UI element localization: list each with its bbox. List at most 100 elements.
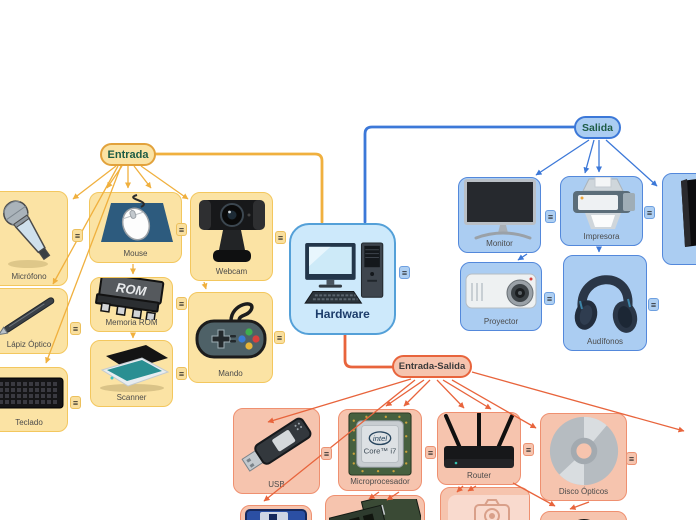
- node-label: USB: [268, 480, 285, 489]
- mouse-icon: [100, 194, 173, 242]
- node-disco-opticos[interactable]: Disco Ópticos: [540, 413, 627, 501]
- node-audifonos[interactable]: Audífonos: [563, 255, 647, 351]
- menu-icon[interactable]: ≡: [275, 231, 286, 244]
- ram-stick-icon: [329, 499, 421, 520]
- node-label: Mando: [218, 369, 243, 378]
- node-memoria-ram-partial[interactable]: [325, 495, 425, 520]
- monitor-image: [459, 178, 540, 239]
- root-label: Hardware: [315, 307, 370, 321]
- black-object-image: [541, 512, 626, 520]
- webcam-icon: [198, 200, 265, 262]
- node-label: Disco Ópticos: [558, 487, 609, 496]
- node-lapiz-optico[interactable]: Lápiz Óptico: [0, 288, 68, 354]
- microfono-image: [0, 192, 67, 272]
- branch-salida[interactable]: Salida: [574, 116, 621, 139]
- image-placeholder: [448, 495, 529, 520]
- menu-icon[interactable]: ≡: [176, 223, 187, 236]
- mouse-image: [90, 193, 181, 249]
- branch-entrada[interactable]: Entrada: [100, 143, 156, 166]
- bocinas-image: [663, 174, 696, 251]
- teclado-image: [0, 368, 67, 418]
- dark-device-icon: [577, 519, 590, 520]
- node-label: B: [663, 251, 696, 264]
- menu-icon[interactable]: ≡: [176, 297, 187, 310]
- router-icon: [444, 413, 514, 468]
- svg-text:ROM: ROM: [115, 280, 148, 299]
- node-label: Impresora: [583, 232, 620, 241]
- menu-icon[interactable]: ≡: [523, 443, 534, 456]
- node-impresora[interactable]: Impresora: [560, 176, 643, 246]
- menu-icon[interactable]: ≡: [626, 452, 637, 465]
- menu-icon[interactable]: ≡: [644, 206, 655, 219]
- menu-icon[interactable]: ≡: [70, 396, 81, 409]
- menu-icon[interactable]: ≡: [70, 322, 81, 335]
- svg-text:Core™ i7: Core™ i7: [364, 446, 397, 455]
- scanner-image: [91, 341, 172, 393]
- webcam-image: [191, 193, 272, 267]
- node-label: Mouse: [123, 249, 148, 258]
- scanner-icon: [99, 345, 169, 392]
- node-disquete-partial[interactable]: [240, 505, 312, 520]
- usb-image: [234, 409, 319, 480]
- node-label: Memoria ROM: [105, 318, 158, 327]
- stylus-pen-icon: [0, 296, 55, 335]
- node-label: Microprocesador: [350, 477, 410, 486]
- node-microprocesador[interactable]: intel Core™ i7 Microprocesador: [338, 409, 422, 491]
- menu-icon[interactable]: ≡: [425, 446, 436, 459]
- node-label: Scanner: [116, 393, 147, 402]
- lapiz-image: [0, 289, 67, 340]
- branch-entrada-label: Entrada: [107, 148, 149, 161]
- menu-icon[interactable]: ≡: [545, 210, 556, 223]
- node-router[interactable]: Router: [437, 412, 521, 485]
- microphone-icon: [3, 200, 51, 268]
- menu-icon[interactable]: ≡: [176, 367, 187, 380]
- node-bocinas-partial[interactable]: B: [662, 173, 696, 265]
- menu-icon[interactable]: ≡: [648, 298, 659, 311]
- menu-icon[interactable]: ≡: [274, 331, 285, 344]
- speaker-icon: [681, 178, 696, 247]
- branch-entrada-salida[interactable]: Entrada-Salida: [392, 355, 472, 378]
- usb-drive-icon: [240, 417, 311, 472]
- node-monitor[interactable]: Monitor: [458, 177, 541, 253]
- proyector-image: [461, 263, 541, 317]
- node-teclado[interactable]: Teclado: [0, 367, 68, 432]
- disquete-image: [241, 506, 311, 520]
- node-negro-partial[interactable]: [540, 511, 627, 520]
- router-image: [438, 413, 520, 471]
- node-mouse[interactable]: Mouse: [89, 192, 182, 263]
- cd-disc-icon: [549, 416, 618, 485]
- node-hardware-root[interactable]: Hardware: [289, 223, 396, 335]
- node-label: Teclado: [15, 418, 43, 427]
- microprocesador-image: intel Core™ i7: [339, 410, 421, 477]
- menu-icon[interactable]: ≡: [544, 292, 555, 305]
- monitor-icon: [463, 178, 536, 239]
- node-proyector[interactable]: Proyector: [460, 262, 542, 331]
- branch-entrada-salida-label: Entrada-Salida: [398, 361, 466, 372]
- desktop-computer-icon: [303, 242, 383, 304]
- node-usb[interactable]: USB: [233, 408, 320, 494]
- projector-icon: [465, 273, 537, 309]
- gamepad-icon: [195, 302, 266, 359]
- node-mando[interactable]: Mando: [188, 292, 273, 383]
- audifonos-image: [564, 256, 646, 337]
- menu-icon[interactable]: ≡: [72, 229, 83, 242]
- hardware-image: [300, 225, 386, 307]
- rom-chip-icon: ROM: [94, 278, 164, 320]
- printer-icon: [572, 177, 635, 229]
- node-imagen-partial[interactable]: [440, 487, 530, 520]
- memoria-ram-image: [326, 496, 424, 520]
- headphones-icon: [574, 274, 638, 333]
- menu-icon[interactable]: ≡: [321, 447, 332, 460]
- node-scanner[interactable]: Scanner: [90, 340, 173, 407]
- node-microfono[interactable]: Micrófono: [0, 191, 68, 286]
- node-label: Webcam: [215, 267, 248, 276]
- memoria-rom-image: ROM: [91, 278, 172, 320]
- node-webcam[interactable]: Webcam: [190, 192, 273, 281]
- node-label: Monitor: [486, 239, 513, 248]
- menu-icon[interactable]: ≡: [399, 266, 410, 279]
- node-memoria-rom[interactable]: ROM Memoria ROM: [90, 277, 173, 332]
- node-label: Audífonos: [586, 337, 624, 346]
- node-label: Router: [466, 471, 491, 480]
- svg-text:intel: intel: [373, 434, 387, 443]
